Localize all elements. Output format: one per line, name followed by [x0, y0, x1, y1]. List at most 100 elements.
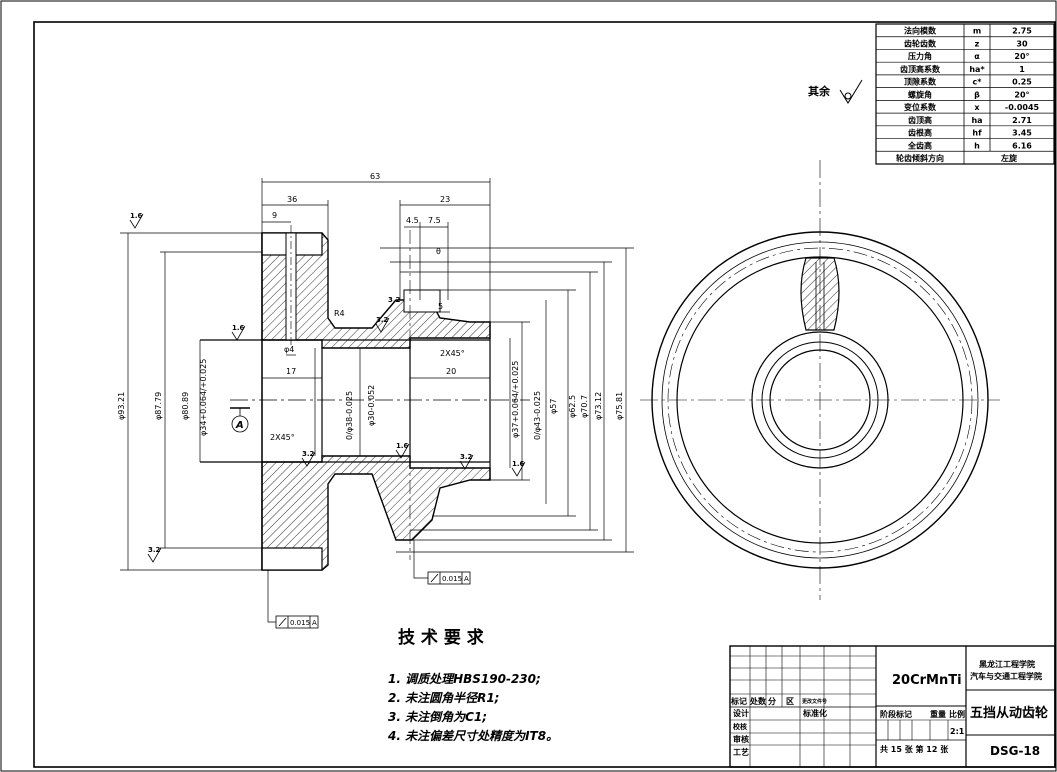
review-label: 审核	[733, 734, 749, 744]
param-value: 30	[1016, 39, 1028, 48]
row-label-div: 分	[768, 696, 776, 706]
dim-phi30: φ30-0.052	[367, 385, 376, 426]
roughness-1: 1.6	[130, 212, 143, 220]
oil-groove	[800, 257, 840, 331]
dim-5: 5	[438, 302, 443, 311]
param-symbol: β	[974, 90, 980, 99]
roughness-5: 1.6	[396, 442, 409, 450]
stage-label: 阶段标记	[880, 709, 912, 719]
roughness-8: 3.2	[148, 546, 161, 554]
dim-phi34: φ34+0.064/+0.025	[199, 359, 208, 436]
tolerance-1-value: 0.015	[290, 619, 310, 627]
row-label-count: 处数	[749, 696, 767, 706]
section-hatch-upper	[261, 232, 491, 349]
param-name: 顶隙系数	[904, 77, 937, 87]
dim-7-5: 7.5	[428, 216, 441, 225]
tech-requirements: 1. 调质处理HBS190-230; 2. 未注圆角半径R1; 3. 未注倒角为…	[387, 672, 558, 743]
dim-36: 36	[287, 195, 297, 204]
diameter-dimension-labels: φ93.21 φ87.79 φ80.89 φ34+0.064/+0.025 0/…	[117, 359, 624, 440]
roughness-7: 3.2	[460, 453, 473, 461]
param-value: 2.75	[1012, 27, 1032, 36]
param-symbol: m	[973, 27, 981, 36]
param-value: 6.16	[1012, 141, 1032, 150]
roughness-rest-label: 其余	[808, 84, 831, 98]
tech-item-3: 3. 未注倒角为C1;	[388, 710, 487, 724]
param-symbol: hf	[972, 129, 982, 138]
weight-label: 重量	[930, 709, 946, 719]
param-symbol: h	[974, 141, 980, 150]
dim-phi73: φ73.12	[594, 392, 603, 420]
row-label-zone: 区	[786, 697, 794, 706]
param-symbol: x	[974, 103, 980, 112]
front-view	[640, 160, 1000, 600]
dim-phi93: φ93.21	[117, 392, 126, 420]
diameter-dimension-lines	[120, 232, 634, 571]
runout-icon	[278, 617, 287, 627]
part-name: 五挡从动齿轮	[970, 705, 1048, 721]
dim-63: 63	[370, 172, 380, 181]
title-block-text: 20CrMnTi 黑龙江工程学院 汽车与交通工程学院 五挡从动齿轮 DSG-18…	[730, 659, 1048, 758]
row-label-change: 更改文件号	[802, 698, 827, 705]
datum-a: A	[230, 407, 250, 433]
tech-item-1: 1. 调质处理HBS190-230;	[388, 672, 541, 686]
param-name: 齿顶高	[908, 115, 932, 125]
roughness-6: 3.2	[302, 450, 315, 458]
tolerance-1-ref: A	[312, 619, 317, 627]
dim-phi80: φ80.89	[181, 392, 190, 420]
param-name: 压力角	[908, 51, 932, 61]
dim-chamfer-1: 2X45°	[270, 433, 295, 442]
roughness-3: 3.2	[376, 316, 389, 324]
dim-phi37: φ37+0.064/+0.025	[511, 361, 520, 438]
param-symbol: α	[974, 52, 980, 61]
param-symbol: ha	[971, 116, 982, 125]
std-label: 标准化	[802, 708, 827, 718]
param-name: 全齿高	[907, 140, 932, 150]
dim-phi75: φ75.81	[615, 392, 624, 420]
tech-title: 技 术 要 求	[398, 627, 484, 648]
tolerance-frame-1: 0.015 A	[267, 570, 319, 629]
sheets-label: 共 15 张 第 12 张	[880, 744, 949, 754]
param-value: 2.71	[1012, 116, 1032, 125]
horizontal-dimension-labels: 63 36 23 9 4.5 7.5 5 17 20 φ4 R4 2X45° 2…	[270, 172, 465, 442]
dim-phi87: φ87.79	[154, 392, 163, 420]
dim-chamfer-2: 2X45°	[440, 349, 465, 358]
horizontal-dimensions	[261, 178, 491, 379]
param-symbol: z	[975, 39, 980, 48]
param-value: 20°	[1014, 90, 1029, 99]
school-2: 汽车与交通工程学院	[970, 671, 1042, 681]
param-name: 齿顶高系数	[900, 64, 941, 74]
tolerance-2-value: 0.015	[442, 575, 462, 583]
roughness-symbols	[129, 213, 526, 563]
dim-4-5: 4.5	[406, 216, 419, 225]
param-name: 螺旋角	[908, 89, 932, 99]
param-value: 3.45	[1012, 129, 1032, 138]
title-block	[729, 645, 1056, 768]
roughness-symbol-icon	[839, 79, 863, 104]
param-name: 齿轮齿数	[904, 38, 937, 48]
datum-a-label: A	[235, 420, 244, 431]
drawing-code: DSG-18	[990, 744, 1040, 758]
param-symbol: c*	[973, 78, 983, 87]
design-label: 设计	[733, 708, 749, 718]
dim-23: 23	[440, 195, 450, 204]
school-1: 黑龙江工程学院	[979, 659, 1035, 669]
param-value: 1	[1019, 65, 1025, 74]
param-name: 轮齿倾斜方向	[896, 153, 944, 163]
tech-item-4: 4. 未注偏差尺寸处精度为IT8。	[387, 729, 558, 743]
dim-phi62: φ62.5	[568, 395, 577, 418]
param-symbol: ha*	[969, 65, 985, 74]
dim-phi38: 0/φ38-0.025	[345, 391, 354, 440]
dim-phi70: φ70.7	[580, 395, 589, 418]
runout-icon-2	[430, 573, 439, 583]
section-view	[200, 225, 530, 571]
tolerance-2-ref: A	[464, 575, 469, 583]
ratio-label: 比例	[949, 709, 965, 719]
param-value: 0.25	[1012, 78, 1032, 87]
param-name: 变位系数	[904, 102, 937, 112]
dim-9: 9	[272, 211, 277, 220]
material: 20CrMnTi	[892, 673, 962, 688]
param-value: 左旋	[1000, 153, 1018, 163]
